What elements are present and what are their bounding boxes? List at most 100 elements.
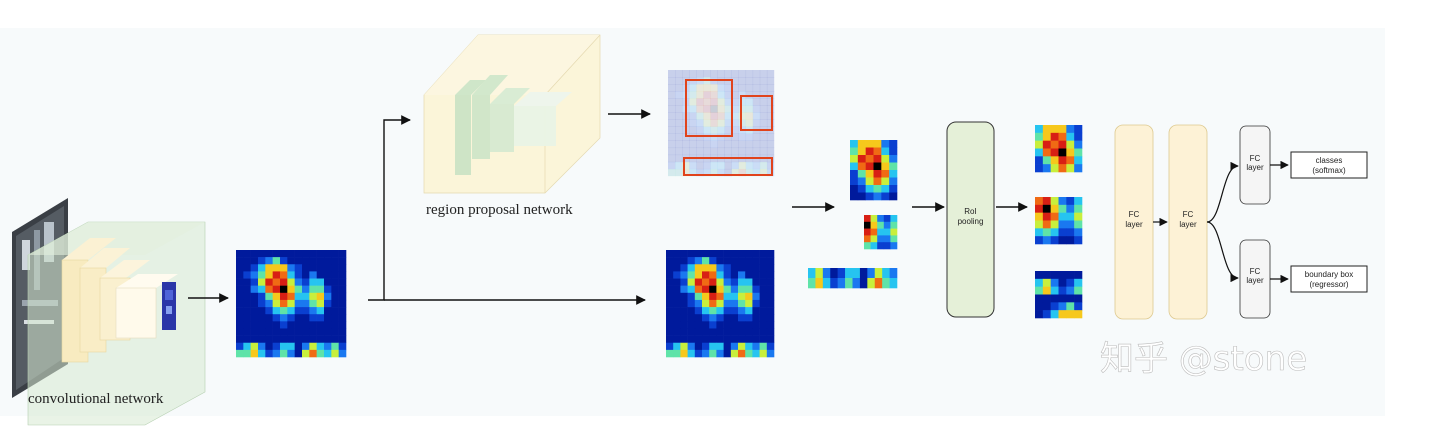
heatmap-cell — [666, 264, 674, 272]
heatmap-cell — [766, 299, 775, 308]
heatmap-cell — [890, 215, 898, 223]
softmax-label: (softmax) — [1312, 166, 1346, 175]
heatmap-cell — [730, 278, 739, 286]
heatmap-cell — [889, 140, 898, 148]
heatmap-cell — [287, 271, 295, 279]
heatmap-cell — [673, 299, 681, 308]
heatmap-cell — [687, 257, 696, 265]
heatmap-cell — [1035, 132, 1044, 141]
heatmap-cell — [1066, 164, 1075, 173]
heatmap-cell — [1074, 164, 1083, 173]
heatmap-cell — [759, 112, 768, 120]
heatmap-cell — [766, 147, 775, 156]
heatmap-cell — [877, 215, 885, 223]
heatmap-cell — [1058, 302, 1067, 311]
heatmap-cell — [316, 278, 325, 286]
heatmap-cell — [1058, 271, 1067, 280]
heatmap-cell — [717, 161, 725, 170]
heatmap-cell — [694, 314, 703, 322]
heatmap-cell — [680, 328, 688, 336]
heatmap-cell — [752, 84, 761, 92]
heatmap-cell — [309, 342, 317, 351]
heatmap-cell — [673, 335, 681, 344]
heatmap-cell — [1066, 148, 1075, 157]
heatmap-cell — [745, 335, 753, 344]
heatmap-cell — [850, 147, 859, 156]
heatmap-cell — [324, 349, 332, 358]
heatmap-cell — [717, 70, 725, 78]
heatmap-cell — [745, 133, 754, 141]
heatmap-cell — [250, 278, 259, 286]
heatmap-cell — [324, 250, 332, 258]
heatmap-cell — [752, 278, 760, 286]
heatmap-cell — [689, 70, 697, 78]
heatmap-cell — [745, 140, 754, 149]
heatmap-cell — [675, 161, 683, 170]
heatmap-cell — [889, 170, 898, 178]
heatmap-cell — [236, 307, 244, 315]
heatmap-cell — [759, 91, 768, 99]
heatmap-cell — [731, 77, 739, 85]
heatmap-cell — [294, 285, 303, 294]
heatmap-cell — [687, 278, 696, 286]
heatmap-cell — [250, 292, 259, 301]
heatmap-cell — [331, 264, 339, 272]
heatmap-cell — [1035, 220, 1044, 229]
heatmap-cell — [258, 257, 266, 265]
heatmap-cell — [302, 335, 310, 344]
heatmap-cell — [309, 307, 317, 315]
heatmap-cell — [265, 292, 273, 301]
arrow-icon — [368, 115, 411, 301]
heatmap-cell — [250, 321, 259, 329]
heatmap-cell — [766, 77, 775, 85]
heatmap-cell — [280, 271, 288, 279]
heatmap-cell — [766, 292, 775, 301]
heatmap-cell — [694, 349, 703, 358]
heatmap-cell — [738, 161, 747, 170]
heatmap-cell — [338, 250, 347, 258]
heatmap-cell — [243, 299, 251, 308]
heatmap-cell — [272, 307, 281, 315]
heatmap-cell — [694, 335, 703, 344]
heatmap-cell — [759, 98, 768, 106]
heatmap-cell — [666, 307, 674, 315]
heatmap-cell — [1074, 140, 1083, 149]
heatmap-cell — [687, 307, 696, 315]
heatmap-cell — [702, 264, 710, 272]
heatmap-cell — [265, 285, 273, 294]
heatmap-cell — [287, 299, 295, 308]
heatmap-cell — [258, 250, 266, 258]
heatmap-cell — [682, 140, 690, 149]
heatmap-cell — [316, 349, 325, 358]
heatmap-cell — [302, 314, 310, 322]
heatmap-cell — [338, 292, 347, 301]
heatmap-cell — [680, 264, 688, 272]
heatmap-cell — [759, 271, 768, 279]
heatmap-cell — [766, 161, 775, 170]
heatmap-cell — [1050, 310, 1059, 319]
heatmap-cell — [338, 278, 347, 286]
heatmap-cell — [815, 268, 824, 279]
heatmap-cell — [752, 147, 761, 156]
heatmap-cell — [250, 328, 259, 336]
heatmap-cell — [265, 328, 273, 336]
heatmap-cell — [1058, 204, 1067, 213]
heatmap-cell — [324, 314, 332, 322]
heatmap-cell — [709, 285, 717, 294]
heatmap-cell — [867, 278, 876, 289]
heatmap-cell — [324, 328, 332, 336]
heatmap-cell — [738, 349, 746, 358]
heatmap-cell — [724, 133, 732, 141]
heatmap-cell — [730, 335, 739, 344]
heatmap-cell — [675, 91, 683, 99]
heatmap-cell — [717, 105, 725, 113]
heatmap-cell — [759, 285, 768, 294]
heatmap-cell — [870, 235, 878, 243]
heatmap-cell — [1035, 212, 1044, 221]
heatmap-cell — [294, 342, 303, 351]
heatmap-cell — [1042, 125, 1051, 134]
region-crop-wide — [808, 268, 898, 289]
heatmap-cell — [250, 307, 259, 315]
heatmap-cell — [324, 335, 332, 344]
heatmap-cell — [766, 105, 775, 113]
